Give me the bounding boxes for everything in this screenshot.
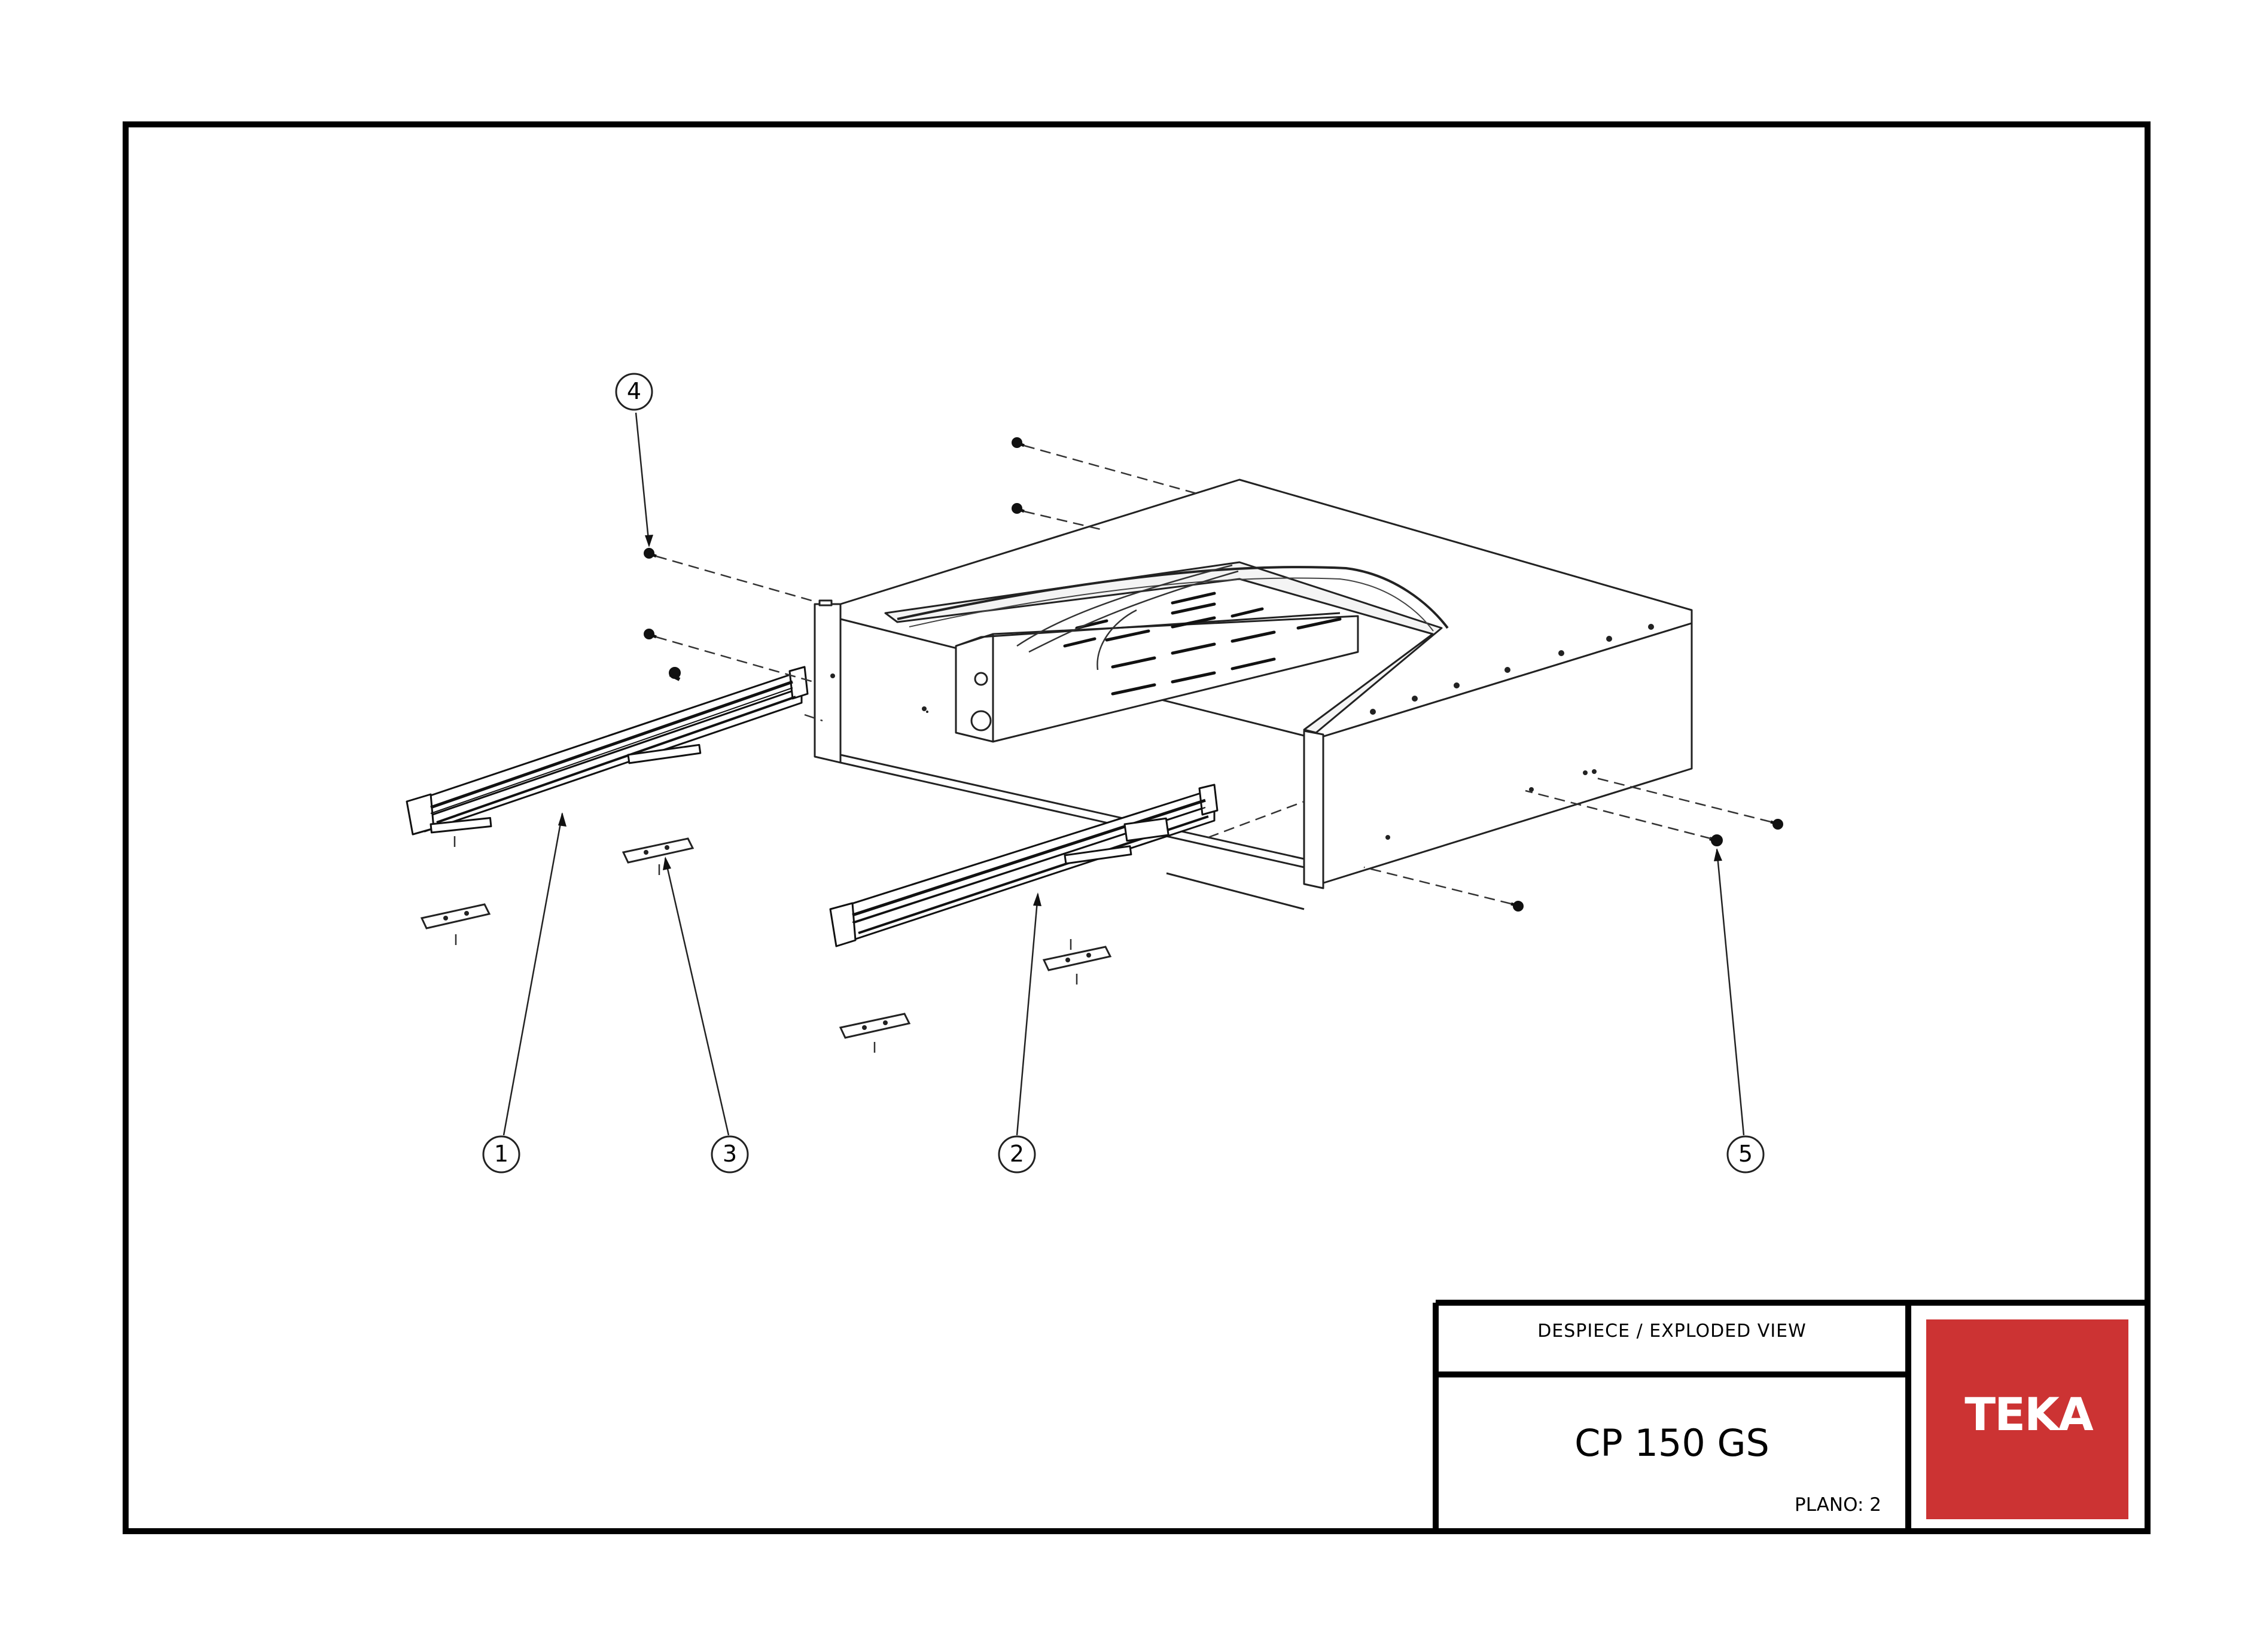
- vent-slots: [1063, 592, 1342, 696]
- panel-holes: [830, 624, 1654, 840]
- callout-number-5: 5: [1738, 1141, 1753, 1167]
- teka-logo-background: [1926, 1319, 2128, 1519]
- callout-bubbles: [482, 373, 1765, 1174]
- model-name: CP 150 GS: [1574, 1421, 1769, 1465]
- view-title: DESPIECE / EXPLODED VIEW: [1537, 1321, 1807, 1342]
- teka-logo: TEKA: [1964, 1388, 2093, 1441]
- callout-bubble-4: [615, 373, 653, 411]
- drawing-frame: [123, 121, 2151, 1534]
- callout-number-2: 2: [1009, 1141, 1025, 1167]
- screws: [644, 437, 1783, 912]
- assembly-lines: [453, 444, 1771, 1056]
- callout-number-3: 3: [722, 1141, 738, 1167]
- callout-bubble-5: [1726, 1135, 1765, 1174]
- callout-arrowheads: [558, 535, 1722, 906]
- wiring: [1016, 564, 1239, 670]
- telescopic-rail-2: [829, 784, 1219, 947]
- callout-number-4: 4: [626, 378, 642, 404]
- oven-housing: [814, 478, 1693, 910]
- mounting-clips: [420, 837, 1112, 1039]
- callout-leaders: [502, 412, 1745, 1136]
- callout-bubble-3: [711, 1135, 749, 1174]
- telescopic-rail-1: [406, 666, 809, 836]
- callout-number-1: 1: [494, 1141, 509, 1167]
- callout-bubble-2: [998, 1135, 1036, 1174]
- callout-bubble-1: [482, 1135, 520, 1174]
- sheet-number: PLANO: 2: [1795, 1494, 1881, 1516]
- control-box: [955, 612, 1359, 743]
- title-block: [1433, 1300, 2148, 1531]
